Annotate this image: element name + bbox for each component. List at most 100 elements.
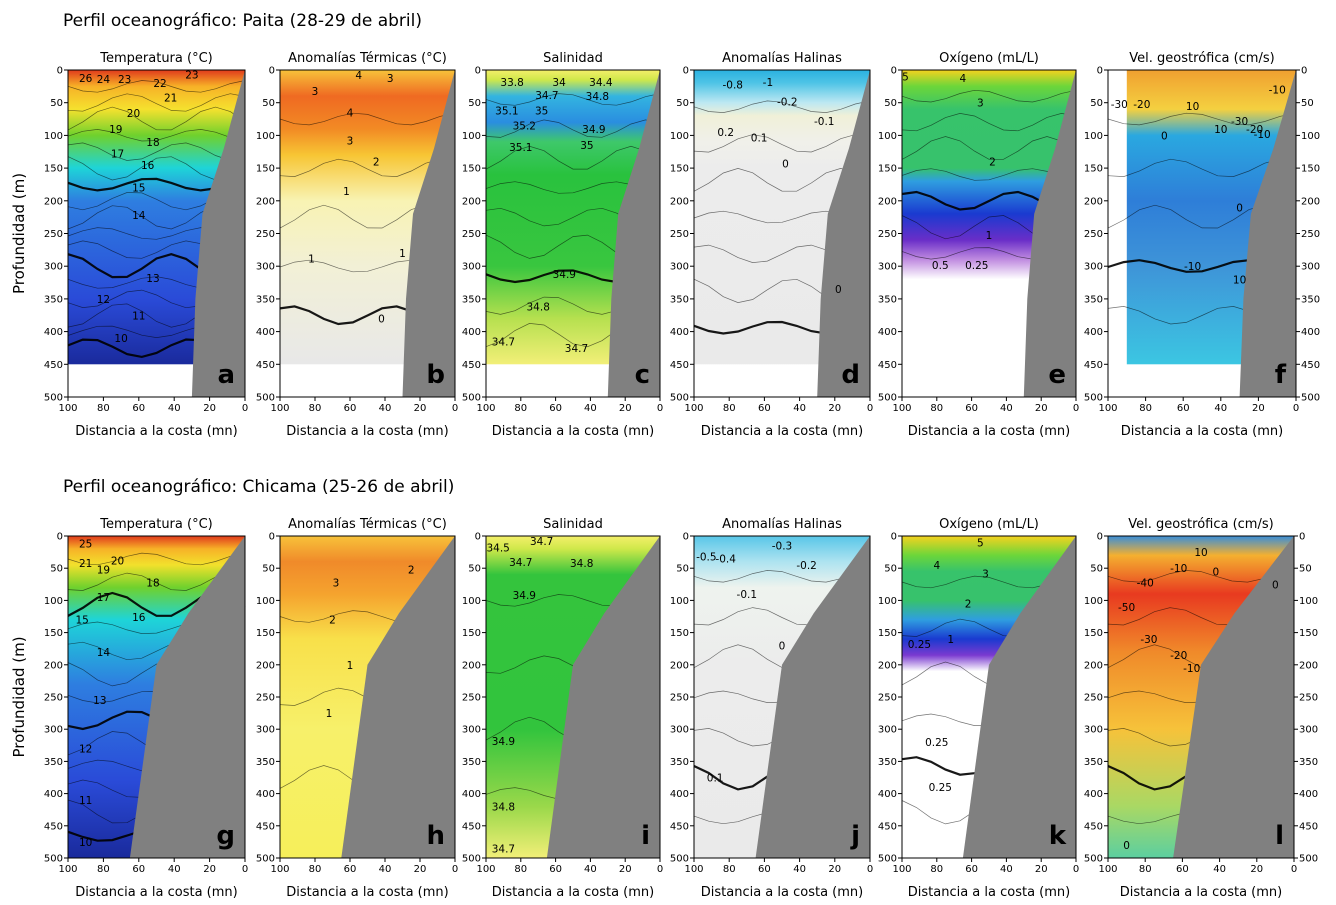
- contour-a-1: [67, 93, 246, 112]
- contour-label-h-1: 2: [408, 564, 415, 576]
- contour-label-b-1: 3: [387, 73, 394, 85]
- ytick-label-a-1: 50: [50, 98, 63, 109]
- contour-label-g-2: 20: [111, 555, 124, 567]
- contour-label-a-15: 11: [132, 310, 145, 322]
- panel-title-e: Oxígeno (mL/L): [939, 51, 1039, 66]
- ytick-label-a-5: 250: [44, 229, 63, 240]
- ytick-label-f-6: 300: [1301, 262, 1320, 273]
- xtick-label-d-2: 60: [758, 403, 771, 414]
- contour-label-b-7: 1: [308, 253, 315, 265]
- contour-label-e-1: 4: [960, 73, 967, 85]
- xtick-label-l-3: 40: [1213, 864, 1226, 875]
- ytick-label-l-1: 50: [1299, 564, 1312, 575]
- ytick-label-c-3: 150: [462, 164, 481, 175]
- ytick-label-h-9: 450: [256, 821, 275, 832]
- ytick-label-a-6: 300: [44, 262, 63, 273]
- contour-label-i-6: 34.8: [492, 801, 515, 813]
- ytick-left-label-l-10: 500: [1084, 854, 1103, 865]
- contour-label-f-8: -10: [1269, 85, 1286, 97]
- ytick-label-l-6: 300: [1299, 725, 1318, 736]
- contour-label-k-2: 3: [982, 568, 989, 580]
- xtick-label-i-0: 100: [476, 864, 495, 875]
- ytick-label-j-8: 400: [670, 789, 689, 800]
- contour-label-a-9: 17: [111, 149, 124, 161]
- ytick-label-j-5: 250: [670, 693, 689, 704]
- xtick-label-e-0: 100: [892, 403, 911, 414]
- xtick-label-d-4: 20: [828, 403, 841, 414]
- ytick-label-e-0: 0: [891, 66, 897, 77]
- panel-letter-d: d: [841, 360, 860, 390]
- panel-title-h: Anomalías Térmicas (°C): [288, 517, 447, 532]
- contour-label-d-1: -1: [763, 77, 773, 89]
- xtick-label-k-5: 0: [1073, 864, 1079, 875]
- contour-label-a-4: 22: [153, 78, 166, 90]
- contour-label-h-0: 3: [333, 577, 340, 589]
- xtick-label-f-3: 40: [1214, 403, 1227, 414]
- contour-label-f-7: -10: [1254, 129, 1271, 141]
- contour-label-c-13: 34.7: [492, 336, 515, 348]
- contour-label-d-4: 0.2: [717, 127, 734, 139]
- ytick-label-d-1: 50: [676, 98, 689, 109]
- contour-label-i-3: 34.8: [570, 558, 593, 570]
- xtick-label-i-4: 20: [619, 864, 632, 875]
- contour-label-b-4: 3: [347, 136, 354, 148]
- contour-label-f-5: -30: [1231, 116, 1248, 128]
- contour-b-0: [279, 112, 456, 126]
- ytick-label-h-5: 250: [256, 693, 275, 704]
- xtick-label-e-4: 20: [1035, 403, 1048, 414]
- panel-letter-h: h: [426, 821, 445, 851]
- contour-label-k-7: 0.25: [929, 782, 952, 794]
- ytick-label-c-9: 450: [462, 360, 481, 371]
- xtick-label-a-3: 40: [168, 403, 181, 414]
- xlabel-l: Distancia a la costa (mn): [1120, 885, 1282, 900]
- coast-g: [129, 536, 245, 858]
- xtick-label-h-2: 60: [344, 864, 357, 875]
- ytick-left-label-l-4: 200: [1084, 660, 1103, 671]
- contour-label-c-6: 35: [535, 106, 548, 118]
- ytick-left-label-l-6: 300: [1084, 725, 1103, 736]
- xtick-label-l-5: 0: [1291, 864, 1297, 875]
- ytick-label-g-4: 200: [44, 660, 63, 671]
- xlabel-i: Distancia a la costa (mn): [492, 885, 654, 900]
- xtick-label-j-4: 20: [828, 864, 841, 875]
- contour-label-h-2: 2: [329, 615, 336, 627]
- xtick-label-b-4: 20: [414, 403, 427, 414]
- ytick-label-a-2: 100: [44, 131, 63, 142]
- ytick-label-d-2: 100: [670, 131, 689, 142]
- ytick-label-a-3: 150: [44, 164, 63, 175]
- ytick-label-i-5: 250: [462, 693, 481, 704]
- xtick-label-h-3: 40: [379, 864, 392, 875]
- contour-label-j-1: -0.4: [715, 554, 736, 566]
- ytick-label-k-2: 100: [878, 596, 897, 607]
- xtick-label-f-1: 80: [1139, 403, 1152, 414]
- ytick-label-l-3: 150: [1299, 628, 1318, 639]
- coast-e: [1023, 70, 1076, 397]
- contour-label-g-6: 16: [132, 612, 146, 624]
- xtick-label-h-5: 0: [452, 864, 458, 875]
- ytick-label-b-8: 400: [256, 327, 275, 338]
- xtick-label-g-0: 100: [58, 864, 77, 875]
- xtick-label-a-2: 60: [132, 403, 145, 414]
- contour-e-3: [901, 168, 1077, 181]
- contour-label-e-0: 5: [902, 72, 909, 84]
- contour-c-1: [485, 119, 661, 138]
- ytick-label-a-4: 200: [44, 196, 63, 207]
- xtick-label-g-1: 80: [97, 864, 110, 875]
- ytick-label-k-3: 150: [878, 628, 897, 639]
- contour-label-j-5: 0: [779, 640, 786, 652]
- xtick-label-e-5: 0: [1073, 403, 1079, 414]
- contour-e-0: [901, 89, 1077, 103]
- ytick-label-j-3: 150: [670, 628, 689, 639]
- ytick-label-f-1: 50: [1301, 98, 1314, 109]
- contour-label-j-3: -0.2: [796, 560, 817, 572]
- xtick-label-j-3: 40: [793, 864, 806, 875]
- contour-e-2: [901, 136, 1077, 160]
- ytick-label-c-8: 400: [462, 327, 481, 338]
- ytick-left-label-f-0: 0: [1097, 66, 1103, 77]
- contour-label-a-1: 24: [97, 74, 111, 86]
- ytick-label-e-7: 350: [878, 294, 897, 305]
